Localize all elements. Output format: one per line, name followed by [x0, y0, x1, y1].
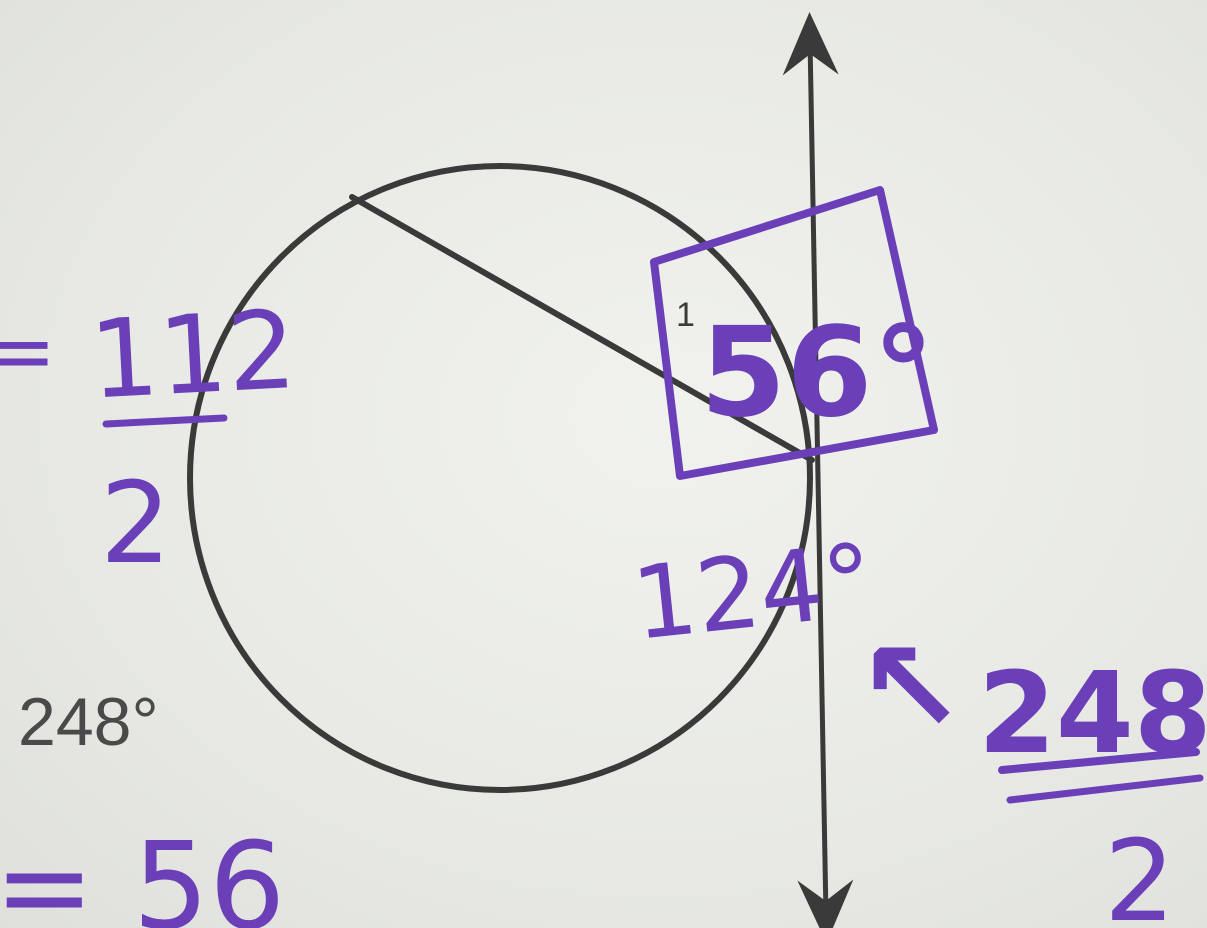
- bottom-result: = 56: [0, 818, 285, 928]
- left-fraction-prefix: =: [0, 302, 56, 400]
- left-fraction-denominator: 2: [100, 459, 171, 589]
- right-fraction-bar-2: [1006, 774, 1204, 804]
- right-fraction-denominator: 2: [1104, 817, 1175, 928]
- pointer-arrow: ↖: [856, 611, 965, 763]
- right-fraction-bar-1: [998, 748, 1200, 774]
- tangent-line: [782, 12, 854, 928]
- boxed-answer: 56°: [700, 301, 935, 445]
- circle: [187, 163, 813, 793]
- lower-arc-note: 124°: [627, 521, 879, 663]
- angle-label: 1: [676, 296, 695, 334]
- arc-label-248: 248°: [18, 684, 159, 760]
- handwriting: = 112 2 = 56 56° 124° ↖ 248 2: [0, 186, 1207, 928]
- left-fraction-bar: [102, 414, 228, 428]
- chord: [349, 194, 815, 463]
- answer-box: [650, 186, 938, 480]
- left-fraction-numerator: 112: [87, 288, 299, 424]
